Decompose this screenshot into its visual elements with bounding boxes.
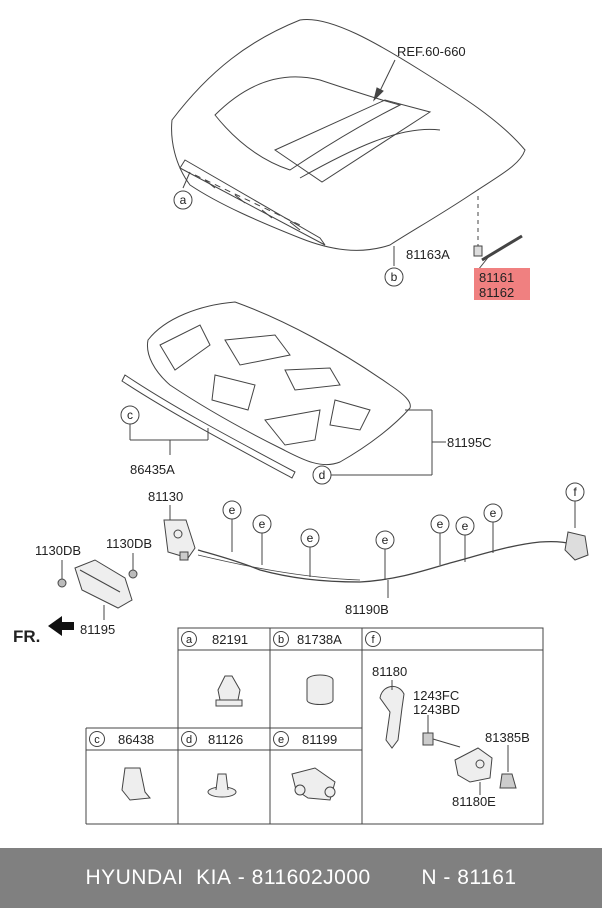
callout-a: [173, 171, 193, 210]
footer-ref-number: N - 81161: [421, 866, 517, 889]
hood-panel: [171, 18, 526, 251]
bumper-81738A-icon: [306, 674, 334, 705]
callout-e-letter: e: [229, 503, 236, 517]
stay-rod-grommet: [473, 245, 483, 257]
part-81130: 81130: [148, 489, 183, 504]
callout-a-letter: a: [180, 193, 187, 207]
footer-sep-1: -: [231, 866, 252, 889]
legend-part-b: 81738A: [297, 632, 342, 647]
legend-f-1243FC: 1243FC: [413, 688, 459, 703]
footer-gap: [371, 866, 422, 890]
legend-f-81180: 81180: [372, 664, 407, 679]
part-81195: 81195: [80, 622, 115, 637]
stay-rod: [481, 234, 523, 262]
highlight-box-81161: [474, 268, 530, 300]
callout-b: [384, 246, 404, 287]
clip-81126-icon: [207, 773, 237, 798]
clip-81199-icon: [291, 767, 336, 801]
part-1130DB-left: 1130DB: [35, 543, 81, 558]
callout-e-letter: e: [259, 517, 266, 531]
fr-arrow-icon: [48, 616, 74, 636]
legend-f-81180E: 81180E: [452, 794, 496, 809]
legend-f-1243BD: 1243BD: [413, 702, 460, 717]
seal-strip: [121, 374, 296, 479]
clip-86438-icon: [121, 767, 151, 801]
footer-bar: HYUNDAI KIA - 811602J000 N - 81161: [0, 848, 602, 908]
footer-brand: HYUNDAI KIA: [85, 866, 232, 889]
lever-81180E-icon: [454, 747, 493, 783]
callout-e-letter: e: [382, 533, 389, 547]
legend-part-d: 81126: [208, 732, 243, 747]
callout-e-letter: e: [462, 519, 469, 533]
bolt-1243-icon: [422, 732, 461, 748]
clip-82191-icon: [215, 675, 243, 707]
callout-c-letter: c: [127, 408, 133, 422]
cap-81385B-icon: [499, 773, 517, 789]
ref-leader: [377, 59, 396, 96]
legend-letter-c: c: [94, 734, 100, 746]
callout-c: [120, 405, 209, 455]
legend-letter-d: d: [186, 734, 192, 746]
legend-part-e: 81199: [302, 732, 337, 747]
ref-label: REF.60-660: [397, 44, 466, 59]
legend-letter-b: b: [278, 634, 284, 646]
legend-letter-a: a: [186, 634, 193, 646]
part-86435A: 86435A: [130, 462, 175, 477]
part-81195C: 81195C: [447, 435, 492, 450]
part-1130DB-right: 1130DB: [106, 536, 152, 551]
footer-part-number: 811602J000: [251, 866, 371, 889]
legend-f-81385B: 81385B: [485, 730, 530, 745]
legend-letter-e: e: [278, 734, 284, 746]
legend-letter-f: f: [371, 634, 375, 646]
hood-latch: [163, 519, 196, 561]
ref-arrowhead: [373, 87, 384, 102]
part-81161[interactable]: 81161: [479, 270, 514, 285]
bolt-left: [57, 560, 67, 588]
legend-circles: [89, 631, 381, 747]
callout-e-group: [222, 500, 503, 580]
callout-d-letter: d: [319, 468, 326, 482]
callout-b-letter: b: [391, 270, 398, 284]
callout-e-letter: e: [307, 531, 314, 545]
legend-part-a: 82191: [212, 632, 248, 647]
legend-part-c: 86438: [118, 732, 154, 747]
callout-f-letter: f: [573, 485, 577, 499]
callout-e-letter: e: [437, 517, 444, 531]
bracket-81195: [74, 559, 133, 609]
part-81190B: 81190B: [345, 602, 389, 617]
stay-rod-leader: [477, 254, 491, 271]
release-cable: [197, 540, 573, 583]
handle-81180-icon: [379, 686, 405, 749]
callout-d: [312, 409, 446, 485]
part-81162[interactable]: 81162: [479, 285, 514, 300]
release-cable-2: [197, 554, 361, 581]
callout-e-letter: e: [490, 506, 497, 520]
release-handle: [564, 482, 589, 561]
parts-diagram: REF.60-660 a b c d f e e e e e e e 81163…: [13, 18, 589, 825]
bolt-right: [128, 553, 138, 579]
fr-label: FR.: [13, 627, 40, 646]
legend-table: [85, 627, 544, 825]
insulator-pad: [146, 301, 411, 466]
part-81163A: 81163A: [406, 247, 450, 262]
